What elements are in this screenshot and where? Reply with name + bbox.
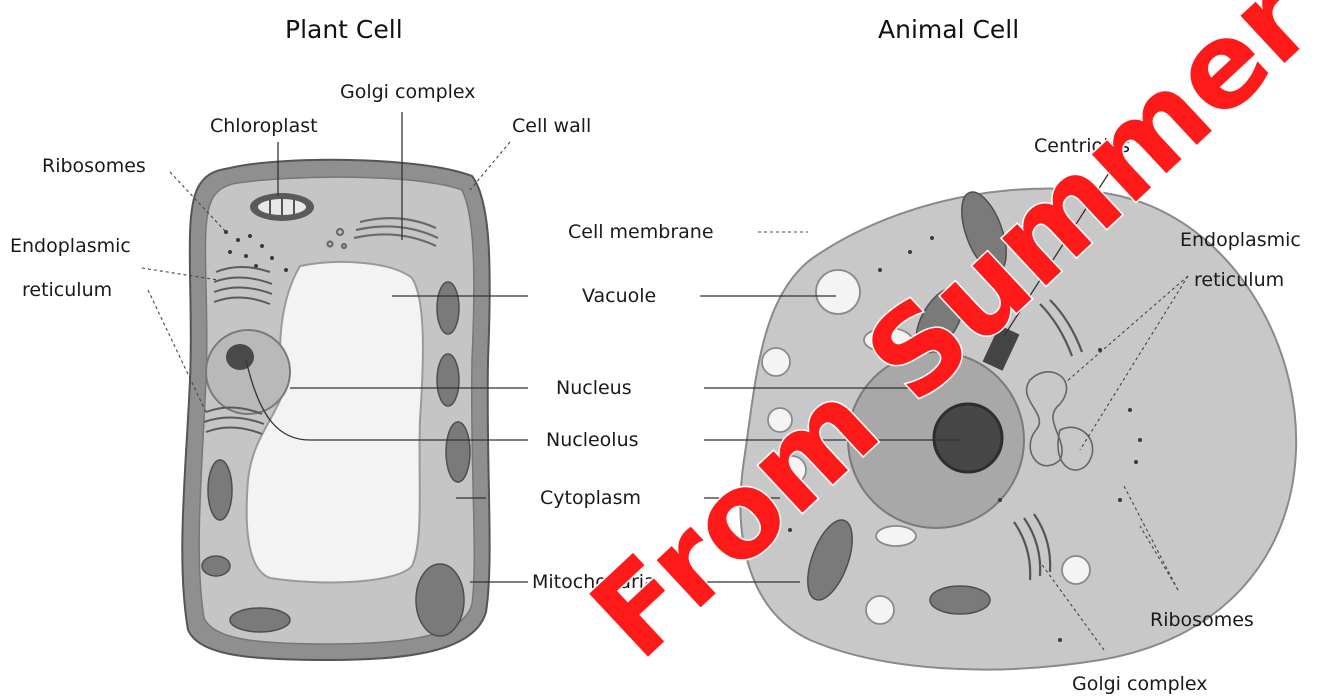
- label-plant-er-line2: reticulum: [22, 279, 112, 301]
- plant-nucleolus: [226, 344, 254, 370]
- label-plant-chloroplast: Chloroplast: [210, 115, 318, 137]
- label-plant-cell-wall: Cell wall: [512, 115, 591, 137]
- label-cytoplasm: Cytoplasm: [540, 487, 641, 509]
- plant-cell-title: Plant Cell: [285, 15, 403, 44]
- label-cell-membrane: Cell membrane: [568, 221, 714, 243]
- plant-nucleus: [206, 330, 290, 414]
- label-vacuole: Vacuole: [582, 285, 656, 307]
- plant-chloroplast: [250, 193, 314, 221]
- plant-cell: [182, 160, 489, 660]
- label-plant-golgi: Golgi complex: [340, 81, 476, 103]
- label-animal-ribosomes: Ribosomes: [1150, 609, 1254, 631]
- label-plant-er-line1: Endoplasmic: [10, 235, 131, 257]
- label-animal-golgi: Golgi complex: [1072, 673, 1208, 695]
- label-animal-er-line1: Endoplasmic: [1180, 229, 1301, 251]
- animal-cell-title: Animal Cell: [878, 15, 1019, 44]
- label-nucleus: Nucleus: [556, 377, 632, 399]
- label-nucleolus: Nucleolus: [546, 429, 639, 451]
- label-plant-ribosomes: Ribosomes: [42, 155, 146, 177]
- label-animal-er-line2: reticulum: [1194, 269, 1284, 291]
